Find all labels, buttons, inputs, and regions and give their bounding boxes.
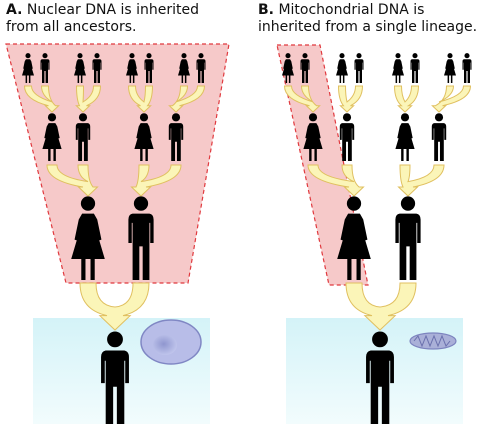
male-figure-icon <box>168 113 184 161</box>
panel-nuclear-dna: A. Nuclear DNA is inherited from all anc… <box>5 2 230 424</box>
inheritance-arrow-icon <box>127 85 154 113</box>
panel-b-letter: B. <box>258 2 274 18</box>
nucleus <box>153 335 177 355</box>
people <box>22 53 206 424</box>
panel-b-diagram <box>276 44 472 424</box>
panel-a-title-line2: from all ancestors. <box>6 19 137 35</box>
female-figure-icon <box>126 53 138 83</box>
male-figure-icon <box>339 113 355 161</box>
inheritance-arrow-icon <box>23 85 60 113</box>
female-figure-icon <box>134 113 154 161</box>
panel-a-caption: A. Nuclear DNA is inherited from all anc… <box>6 2 199 36</box>
male-figure-icon <box>410 53 420 83</box>
panel-b-caption: B. Mitochondrial DNA is inherited from a… <box>258 2 477 36</box>
male-figure-icon <box>395 196 421 280</box>
female-figure-icon <box>336 53 348 83</box>
female-figure-icon <box>392 53 404 83</box>
male-figure-icon <box>40 53 50 83</box>
female-figure-icon <box>444 53 456 83</box>
inheritance-arrow-icon <box>130 164 182 197</box>
male-figure-icon <box>366 331 394 424</box>
male-figure-icon <box>196 53 206 83</box>
inheritance-arrow-icon <box>431 85 472 113</box>
female-figure-icon <box>42 113 62 161</box>
male-figure-icon <box>431 113 447 161</box>
female-figure-icon <box>303 113 323 161</box>
panel-b-title-line1: Mitochondrial DNA is <box>278 2 425 18</box>
male-figure-icon <box>92 53 102 83</box>
inheritance-arrow-icon <box>397 164 445 197</box>
male-figure-icon <box>75 113 91 161</box>
panel-mitochondrial-dna: B. Mitochondrial DNA is inherited from a… <box>250 0 500 426</box>
arrows <box>23 85 206 331</box>
panel-a-letter: A. <box>6 2 23 18</box>
inheritance-arrow-icon <box>307 164 365 197</box>
inheritance-arrow-icon <box>337 85 364 113</box>
inheritance-arrow-icon <box>79 282 150 331</box>
inheritance-arrow-icon <box>283 85 321 113</box>
inheritance-arrow-icon <box>393 85 420 113</box>
female-figure-icon <box>395 113 415 161</box>
ancestry-highlight-region <box>5 43 230 284</box>
inheritance-arrow-icon <box>75 85 102 113</box>
mitochondrion-icon <box>409 332 457 350</box>
female-figure-icon <box>74 53 86 83</box>
female-figure-icon <box>178 53 190 83</box>
male-figure-icon <box>101 331 129 424</box>
female-figure-icon <box>22 53 34 83</box>
male-figure-icon <box>354 53 364 83</box>
male-figure-icon <box>300 53 310 83</box>
male-figure-icon <box>144 53 154 83</box>
female-figure-icon <box>282 53 294 83</box>
inheritance-arrow-icon <box>46 164 99 197</box>
male-figure-icon <box>462 53 472 83</box>
panel-a-title-line1: Nuclear DNA is inherited <box>26 2 200 18</box>
nucleated-cell <box>140 319 202 365</box>
inheritance-arrow-icon <box>168 85 206 113</box>
female-figure-icon <box>337 196 371 280</box>
panel-a-diagram <box>5 43 230 424</box>
female-figure-icon <box>71 196 105 280</box>
people <box>282 53 472 424</box>
inheritance-arrow-icon <box>345 282 417 331</box>
male-figure-icon <box>128 196 154 280</box>
panel-b-title-line2: inherited from a single lineage. <box>258 19 478 35</box>
arrows <box>283 85 472 331</box>
